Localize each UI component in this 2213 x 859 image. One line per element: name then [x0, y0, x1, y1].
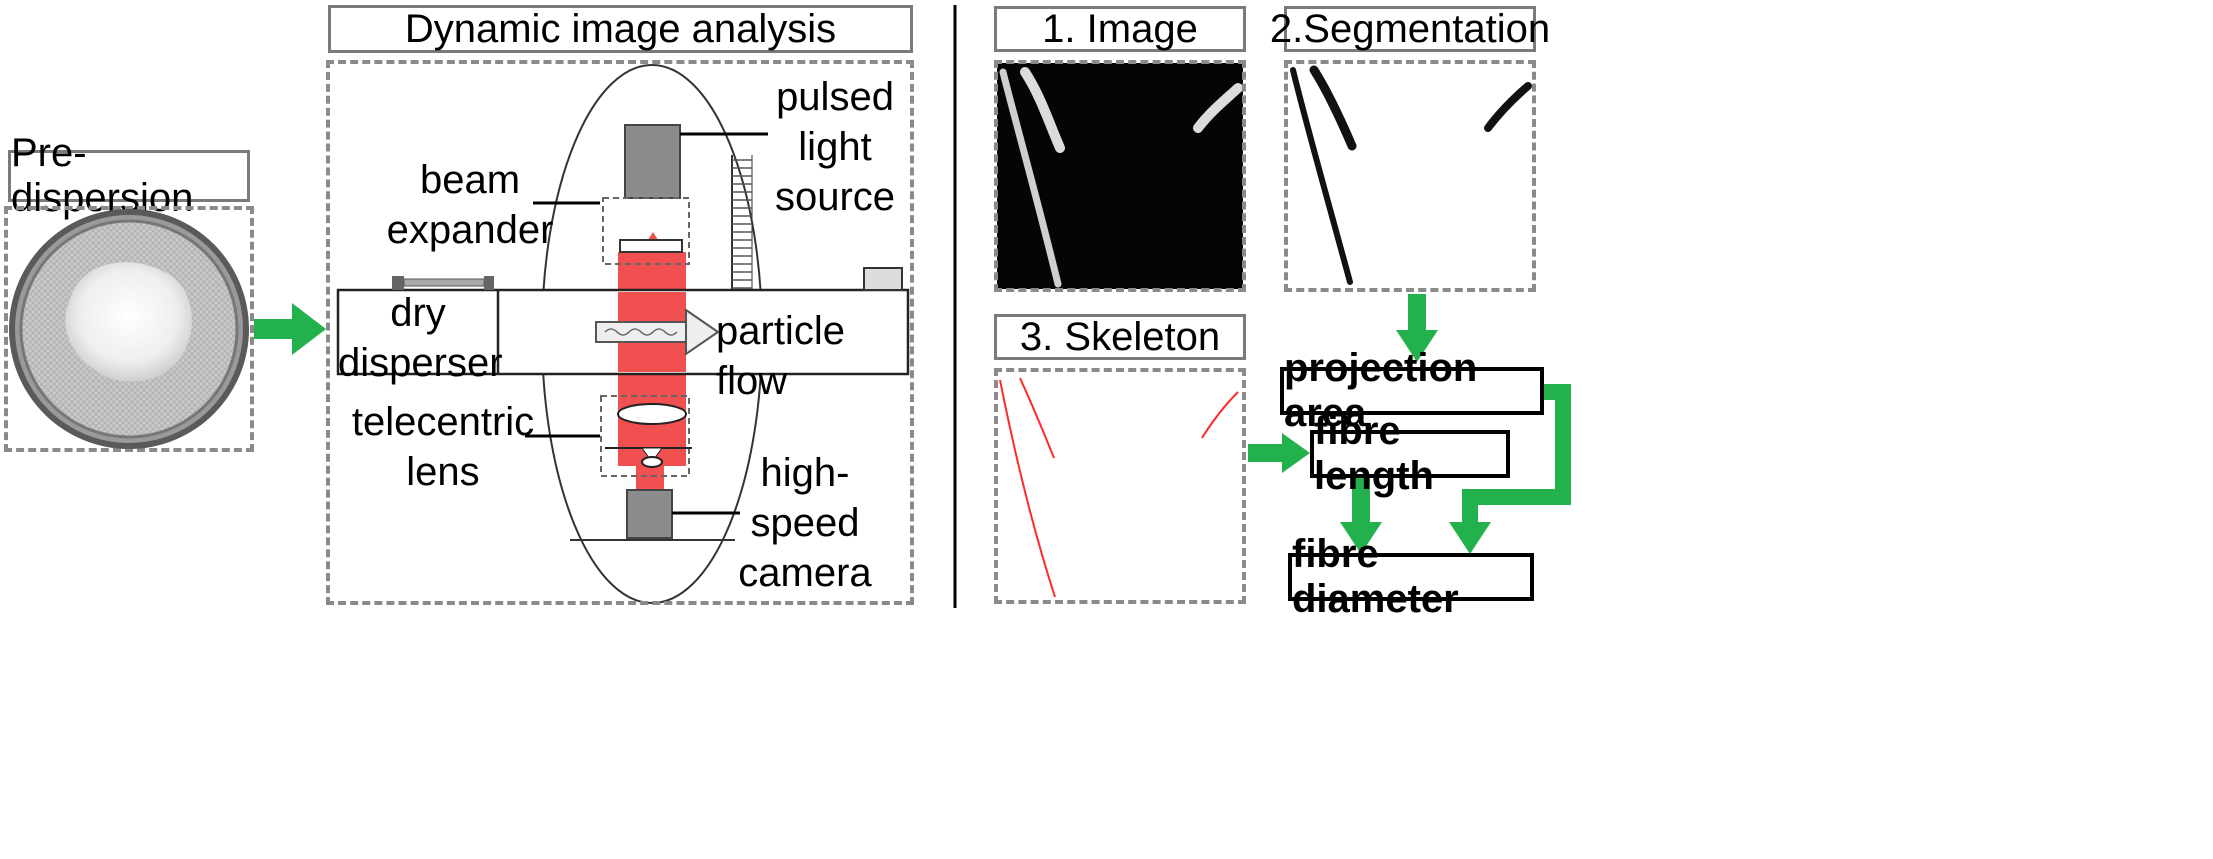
dia-frame: [326, 60, 914, 605]
fibre-image-photo: [997, 63, 1243, 289]
segmentation-frame: [1284, 60, 1536, 292]
light-source-block: [624, 124, 681, 199]
arrow-length-to-diameter: [1340, 476, 1382, 554]
arrow-seg-to-projection: [1396, 294, 1438, 362]
fibre-sample: [65, 262, 192, 382]
beam-expander-box: [602, 197, 690, 265]
telecentric-lens: [617, 403, 687, 425]
pre-dispersion-frame: [4, 206, 254, 452]
fibre-diameter-box: fibre diameter: [1288, 532, 1534, 621]
segmentation-title: 2.Segmentation: [1269, 6, 1551, 52]
label-high-speed-camera: high- speed camera: [738, 451, 872, 595]
arrow-projection-to-diameter: [1449, 384, 1571, 554]
label-beam-expander: beam expander: [386, 158, 554, 252]
particle-flow-arrow: [595, 308, 720, 356]
focus-cone-top: [641, 447, 663, 463]
right-knob: [863, 267, 903, 291]
arrow-skeleton-to-length: [1248, 433, 1310, 473]
telecentric-lens-box: [600, 395, 690, 477]
skeleton-image: [999, 377, 1239, 598]
dia-title: Dynamic image analysis: [328, 5, 913, 53]
image-frame: [994, 60, 1246, 292]
label-particle-flow: particle flow: [716, 309, 845, 403]
ribbed-housing: [731, 155, 753, 292]
label-telecentric-lens: telecentric lens: [351, 400, 535, 494]
segmentation-image: [1287, 63, 1533, 289]
projection-area-box: projection area: [1280, 346, 1544, 435]
disperser-connector: [392, 276, 494, 290]
label-dry-disperser: dry disperser: [338, 291, 503, 385]
beam-expander-plate: [619, 239, 683, 253]
fibre-length-box: fibre length: [1310, 409, 1510, 498]
skeleton-title: 3. Skeleton: [994, 314, 1246, 360]
small-lens: [641, 456, 663, 468]
arrow-to-dia: [254, 303, 326, 355]
petri-dish-photo: [9, 209, 249, 449]
skeleton-frame: [994, 368, 1246, 604]
image-title: 1. Image: [994, 6, 1246, 52]
label-pulsed-light-source: pulsed light source: [774, 75, 896, 219]
